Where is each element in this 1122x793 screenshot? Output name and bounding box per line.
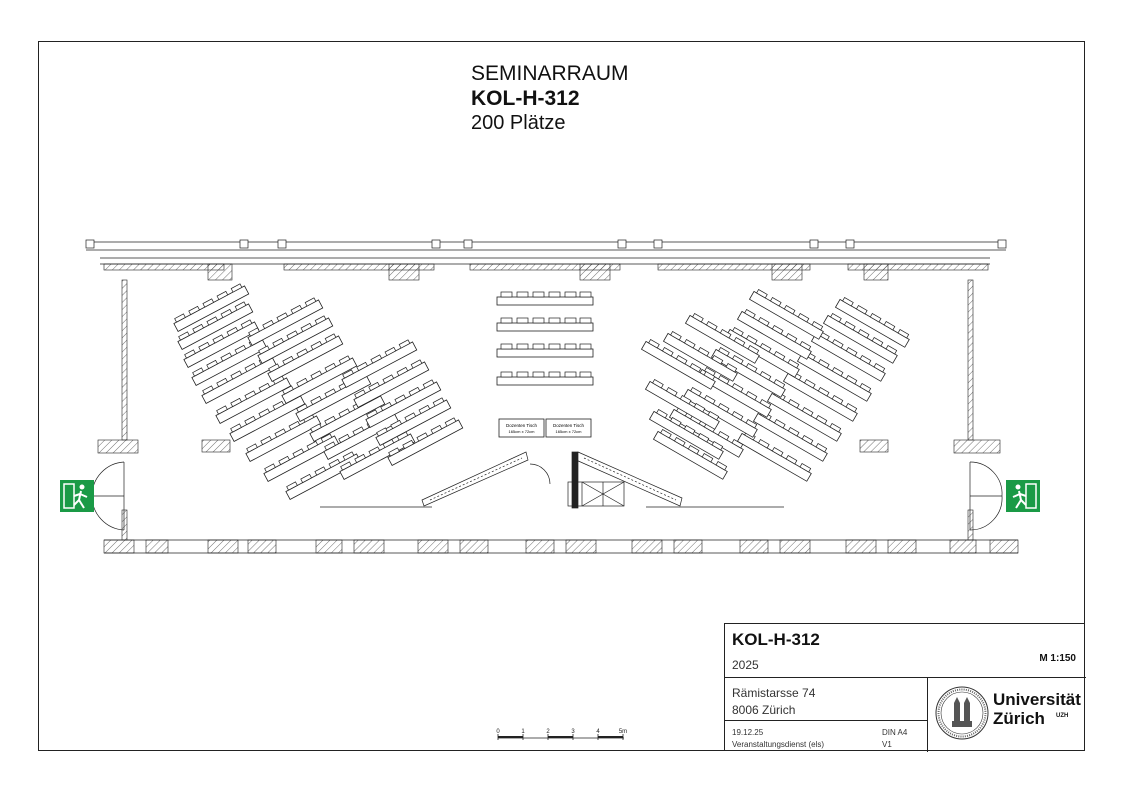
info-scale: M 1:150 bbox=[1039, 653, 1076, 664]
university-name-line1: Universität bbox=[993, 690, 1081, 709]
desk-row bbox=[496, 291, 594, 306]
info-format: DIN A4 bbox=[882, 728, 908, 737]
right-door bbox=[969, 461, 1003, 531]
desk-row bbox=[496, 317, 594, 332]
lectern-right-size: 165cm x 72cm bbox=[555, 429, 582, 434]
emergency-exit-running-man-icon bbox=[1012, 483, 1037, 509]
info-year: 2025 bbox=[732, 658, 759, 672]
lectern-tables: Dozenten Tisch 165cm x 72cm Dozenten Tis… bbox=[498, 418, 592, 438]
info-version: V1 bbox=[882, 740, 892, 749]
north-wall bbox=[85, 239, 1007, 281]
info-street: Rämistarsse 74 bbox=[732, 686, 816, 700]
seat-count-title: 200 Plätze bbox=[471, 112, 566, 135]
scale-label: 1 bbox=[521, 729, 525, 735]
scale-label: 5m bbox=[619, 729, 627, 735]
room-code-title: KOL-H-312 bbox=[471, 87, 580, 111]
drawing-sheet-frame bbox=[38, 41, 1085, 751]
info-date: 19.12.25 bbox=[732, 728, 764, 737]
divider bbox=[725, 720, 927, 721]
divider bbox=[927, 677, 928, 752]
stage-ramps bbox=[320, 451, 784, 509]
info-department: Veranstaltungsdienst (els) bbox=[732, 740, 825, 749]
desk-row bbox=[496, 371, 594, 386]
desk-row bbox=[496, 343, 594, 358]
info-city: 8006 Zürich bbox=[732, 703, 796, 717]
lectern-left-size: 165cm x 72cm bbox=[508, 429, 535, 434]
scale-label: 2 bbox=[546, 729, 550, 735]
scale-label: 0 bbox=[496, 729, 500, 735]
exit-sign-right bbox=[1006, 480, 1040, 512]
university-abbr: UZH bbox=[1056, 713, 1069, 719]
scale-label: 4 bbox=[596, 729, 600, 735]
lectern-right-label: Dozenten Tisch bbox=[553, 423, 585, 428]
south-wall bbox=[103, 539, 1019, 554]
title-block: SEMINARRAUM KOL-H-312 200 Plätze bbox=[471, 61, 629, 135]
uzh-seal-icon bbox=[935, 686, 989, 740]
lectern-left-label: Dozenten Tisch bbox=[506, 423, 538, 428]
left-seating-block bbox=[171, 282, 464, 500]
room-type-title: SEMINARRAUM bbox=[471, 62, 629, 85]
exit-sign-left bbox=[60, 480, 94, 512]
desk-row bbox=[737, 429, 814, 482]
title-info-box: KOL-H-312 2025 M 1:150 Rämistarsse 74 80… bbox=[724, 623, 1086, 752]
info-room-code: KOL-H-312 bbox=[732, 630, 820, 649]
left-door bbox=[91, 461, 125, 531]
desk-row bbox=[245, 296, 324, 346]
scale-label: 3 bbox=[571, 729, 575, 735]
divider bbox=[725, 677, 1086, 678]
university-name-line2: Zürich bbox=[993, 709, 1045, 728]
emergency-exit-running-man-icon bbox=[63, 483, 88, 509]
side-walls bbox=[97, 279, 1001, 541]
center-seating-block bbox=[496, 291, 594, 386]
scale-bar: 0 1 2 3 4 5m bbox=[496, 729, 627, 740]
